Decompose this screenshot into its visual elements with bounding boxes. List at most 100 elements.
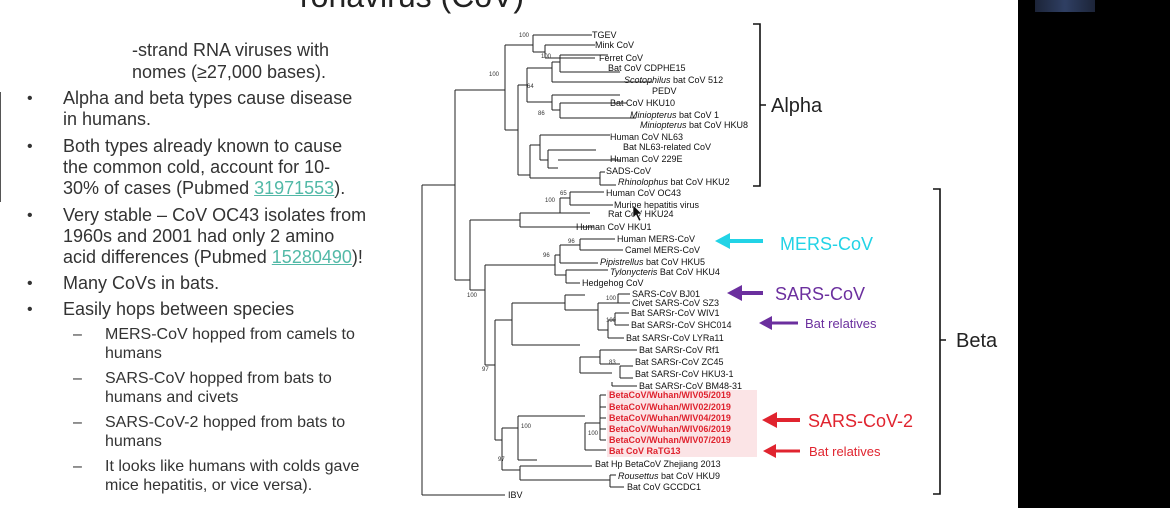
bullet-panel: -strand RNA viruses with nomes (≥27,000 … bbox=[0, 0, 420, 508]
leaf-label: Camel MERS-CoV bbox=[625, 245, 700, 255]
bullet-line: 1960s and 2001 had only 2 amino bbox=[63, 226, 335, 246]
leaf-label-sars2: BetaCoV/Wuhan/WIV07/2019 bbox=[609, 435, 731, 445]
leaf-italic: Tylonycteris bbox=[610, 267, 658, 277]
subbullet-line: It looks like humans with colds gave bbox=[105, 458, 360, 475]
leaf-label-sars2: BetaCoV/Wuhan/WIV06/2019 bbox=[609, 424, 731, 434]
leaf-label: Human CoV OC43 bbox=[606, 188, 681, 198]
sars-arrowhead bbox=[727, 285, 742, 301]
bullet-text: 30% of cases (Pubmed bbox=[63, 178, 255, 198]
bullet-line: in humans. bbox=[63, 109, 152, 129]
bullet-stable: • Very stable – CoV OC43 isolates from 1… bbox=[27, 205, 367, 268]
bullet-glyph: • bbox=[27, 207, 33, 224]
slide-title-fragment: ronavirus (CoV) bbox=[300, 0, 524, 15]
leaf-label: Bat SARSr-CoV ZC45 bbox=[635, 357, 724, 367]
leaf-label: PEDV bbox=[652, 86, 677, 96]
bootstrap-value: 100 bbox=[521, 424, 532, 430]
bat-relatives-1-annotation: Bat relatives bbox=[805, 316, 877, 331]
dash-glyph: – bbox=[73, 326, 82, 343]
bullet-text: )! bbox=[351, 247, 363, 267]
leaf-label: Bat CoV GCCDC1 bbox=[627, 482, 701, 492]
group-brackets bbox=[753, 23, 946, 495]
annotation-arrows: MERS-CoV SARS-CoV Bat relatives SARS-CoV… bbox=[715, 233, 913, 459]
leaf-label: Bat SARSr-CoV BM48-31 bbox=[639, 381, 742, 391]
leaf-label: Bat Hp BetaCoV Zhejiang 2013 bbox=[595, 459, 721, 469]
subbullet-line: humans bbox=[105, 345, 162, 362]
leaf-label: Civet SARS-CoV SZ3 bbox=[632, 298, 719, 308]
leaf-italic: Scotophilus bbox=[624, 75, 671, 85]
left-edge-line bbox=[0, 92, 1, 202]
dash-glyph: – bbox=[73, 370, 82, 387]
leaf-rest: Bat CoV HKU4 bbox=[657, 267, 720, 277]
leaf-label: Bat SARSr-CoV HKU3-1 bbox=[635, 369, 734, 379]
leaf-italic: Miniopterus bbox=[640, 120, 687, 130]
pubmed-link-15280490[interactable]: 15280490 bbox=[271, 247, 352, 267]
leaf-label-ratg13: Bat CoV RaTG13 bbox=[609, 446, 681, 456]
leaf-label-sars2: BetaCoV/Wuhan/WIV04/2019 bbox=[609, 413, 731, 423]
bullet-text: acid differences (Pubmed bbox=[63, 247, 272, 267]
presentation-slide: ronavirus (CoV) -strand RNA viruses with… bbox=[0, 0, 1018, 508]
bootstrap-value: 96 bbox=[568, 239, 575, 245]
subbullet-sars2: – SARS-CoV-2 hopped from bats to humans bbox=[73, 413, 346, 451]
red-highlight bbox=[607, 390, 757, 457]
bullet-text: ). bbox=[334, 178, 346, 198]
leaf-label: Bat CoV HKU10 bbox=[610, 98, 675, 108]
bullet-line: acid differences (Pubmed 15280490)! bbox=[63, 247, 366, 268]
sars2-arrowhead bbox=[762, 412, 777, 428]
bootstrap-value: 64 bbox=[527, 84, 534, 90]
pubmed-link-31971553[interactable]: 31971553 bbox=[254, 178, 335, 198]
leaf-rest: bat CoV HKU8 bbox=[687, 120, 749, 130]
leaf-italic: Miniopterus bbox=[630, 110, 677, 120]
leaf-label: Bat SARSr-CoV SHC014 bbox=[631, 320, 732, 330]
leaf-label: Ferret CoV bbox=[599, 53, 643, 63]
leaf-label: SARS-CoV BJ01 bbox=[632, 289, 700, 299]
leaf-label: Hedgehog CoV bbox=[582, 278, 644, 288]
bullet-glyph: • bbox=[27, 275, 33, 292]
dash-glyph: – bbox=[73, 458, 82, 475]
bootstrap-value: 65 bbox=[560, 191, 567, 197]
leaf-rest: bat CoV HKU9 bbox=[659, 471, 721, 481]
alpha-group-label: Alpha bbox=[771, 95, 823, 117]
subbullet-line: MERS-CoV hopped from camels to bbox=[105, 326, 355, 343]
sars2-highlight-box bbox=[607, 390, 757, 457]
bat-relatives-2-annotation: Bat relatives bbox=[809, 444, 881, 459]
bootstrap-value: 97 bbox=[498, 457, 505, 463]
intro-line-2: nomes (≥27,000 bases). bbox=[132, 62, 326, 82]
leaf-label: Miniopterus bat CoV HKU8 bbox=[640, 120, 748, 130]
subbullet-mers: – MERS-CoV hopped from camels to humans bbox=[73, 325, 355, 363]
leaf-rest: bat CoV 512 bbox=[671, 75, 724, 85]
leaf-italic: Rhinolophus bbox=[618, 177, 669, 187]
bullet-glyph: • bbox=[27, 138, 33, 155]
bullet-glyph: • bbox=[27, 90, 33, 107]
alpha-bracket bbox=[753, 23, 766, 187]
bootstrap-value: 100 bbox=[606, 296, 617, 302]
tree-leaves: TGEV Mink CoV Ferret CoV Bat CoV CDPHE15… bbox=[508, 30, 748, 500]
tree-branches bbox=[421, 34, 652, 496]
bullet-line: Very stable – CoV OC43 isolates from bbox=[63, 205, 367, 225]
leaf-label-sars2: BetaCoV/Wuhan/WIV02/2019 bbox=[609, 402, 731, 412]
bat-relatives-1-arrowhead bbox=[759, 316, 772, 330]
leaf-rest: bat CoV 1 bbox=[677, 110, 720, 120]
bootstrap-value: 96 bbox=[543, 253, 550, 259]
leaf-label: Human CoV HKU1 bbox=[576, 222, 652, 232]
subbullet-line: SARS-CoV-2 hopped from bats to bbox=[105, 414, 346, 431]
bootstrap-value: 100 bbox=[606, 318, 617, 324]
bullet-common-cold: • Both types already known to cause the … bbox=[27, 136, 345, 199]
bullet-alpha-beta: • Alpha and beta types cause disease in … bbox=[27, 88, 352, 130]
bootstrap-value: 100 bbox=[541, 54, 552, 60]
leaf-italic: Rousettus bbox=[618, 471, 659, 481]
leaf-label: Tylonycteris Bat CoV HKU4 bbox=[610, 267, 720, 277]
bullet-line: Many CoVs in bats. bbox=[63, 273, 220, 293]
bullet-bats: • Many CoVs in bats. bbox=[27, 273, 220, 294]
bullet-line: 30% of cases (Pubmed 31971553). bbox=[63, 178, 345, 199]
dash-glyph: – bbox=[73, 414, 82, 431]
leaf-label-sars2: BetaCoV/Wuhan/WIV05/2019 bbox=[609, 390, 731, 400]
leaf-italic: Pipistrellus bbox=[600, 257, 644, 267]
bullet-glyph: • bbox=[27, 301, 33, 318]
bootstrap-value: 100 bbox=[588, 431, 599, 437]
mouse-cursor-icon bbox=[632, 204, 643, 222]
bootstrap-value: 100 bbox=[467, 293, 478, 299]
leaf-label: SADS-CoV bbox=[606, 166, 651, 176]
bootstrap-value: 97 bbox=[482, 367, 489, 373]
leaf-rest: bat CoV HKU2 bbox=[668, 177, 730, 187]
